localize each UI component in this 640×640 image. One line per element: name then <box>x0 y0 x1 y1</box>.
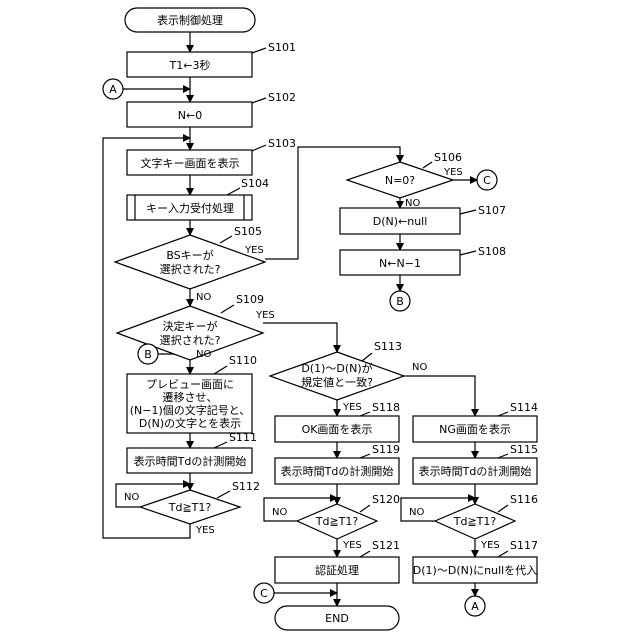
step-s107-id: S107 <box>478 204 506 217</box>
connector-a-in-label: A <box>109 83 117 96</box>
connector-a-out-label: A <box>471 600 479 613</box>
decision-s106-yes: YES <box>443 167 463 178</box>
step-s102-id: S102 <box>268 91 296 104</box>
step-s103: 文字キー画面を表示 S103 <box>127 137 296 175</box>
start-terminator: 表示制御処理 <box>125 8 255 32</box>
step-s110-line4: D(N)の文字とを表示 <box>139 416 241 430</box>
step-s121-text: 認証処理 <box>315 563 359 577</box>
step-s110-line2: 遷移させ、 <box>163 391 218 404</box>
connector-a-in: A <box>103 79 123 99</box>
step-s108: N←N−1 S108 <box>340 245 506 275</box>
decision-s113-no: NO <box>412 362 427 373</box>
decision-s105-line2: 選択された? <box>160 262 221 276</box>
decision-s105-line1: BSキーが <box>166 248 213 262</box>
step-s111-id: S111 <box>229 431 257 444</box>
decision-s109-yes: YES <box>255 310 275 321</box>
step-s107-text: D(N)←null <box>373 215 428 228</box>
step-s115-id: S115 <box>510 443 538 456</box>
decision-s116-id: S116 <box>510 493 538 506</box>
decision-s105-yes: YES <box>244 245 264 256</box>
step-s108-text: N←N−1 <box>379 257 421 270</box>
step-s104-text: キー入力受付処理 <box>146 202 234 215</box>
step-s110-id: S110 <box>229 354 257 367</box>
step-s121-id: S121 <box>372 539 400 552</box>
step-s110-line3: (N−1)個の文字記号と、 <box>130 403 251 417</box>
decision-s105-id: S105 <box>234 225 262 238</box>
connector-b-out: B <box>390 291 410 311</box>
decision-s112: Td≧T1? S112 NO YES <box>124 480 260 536</box>
decision-s112-yes: YES <box>195 525 215 536</box>
step-s103-id: S103 <box>268 137 296 150</box>
decision-s109-id: S109 <box>236 293 264 306</box>
decision-s120-text: Td≧T1? <box>315 515 359 528</box>
step-s102-text: N←0 <box>178 109 202 122</box>
step-s118-id: S118 <box>372 401 400 414</box>
end-terminator: END <box>275 606 399 630</box>
step-s111: 表示時間Tdの計測開始 S111 <box>127 431 257 473</box>
step-s117-id: S117 <box>510 539 538 552</box>
connector-b-in: B <box>138 344 158 364</box>
step-s111-text: 表示時間Tdの計測開始 <box>134 454 247 468</box>
decision-s105-no: NO <box>196 292 211 303</box>
decision-s106-no: NO <box>405 198 420 209</box>
decision-s109-line1: 決定キーが <box>163 319 218 333</box>
step-s114-text: NG画面を表示 <box>439 422 511 436</box>
decision-s112-text: Td≧T1? <box>168 501 212 514</box>
step-s110-line1: プレビュー画面に <box>146 378 234 391</box>
step-s119-text: 表示時間Tdの計測開始 <box>281 464 394 478</box>
decision-s116-yes: YES <box>480 540 500 551</box>
step-s101-text: T1←3秒 <box>169 58 211 72</box>
step-s118-text: OK画面を表示 <box>302 422 373 436</box>
decision-s112-no: NO <box>124 492 139 503</box>
connector-c-in: C <box>254 583 274 603</box>
step-s108-id: S108 <box>478 245 506 258</box>
decision-s120-no: NO <box>272 507 287 518</box>
connector-c-out-label: C <box>483 174 491 187</box>
step-s107: D(N)←null S107 <box>340 204 506 234</box>
connector-b-out-label: B <box>396 295 404 308</box>
decision-s106-id: S106 <box>434 151 462 164</box>
decision-s120-yes: YES <box>342 540 362 551</box>
connector-c-out: C <box>477 170 497 190</box>
decision-s113-yes: YES <box>342 402 362 413</box>
step-s101: T1←3秒 S101 <box>127 41 296 77</box>
decision-s113-id: S113 <box>374 340 402 353</box>
decision-s120-id: S120 <box>372 493 400 506</box>
step-s115-text: 表示時間Tdの計測開始 <box>419 464 532 478</box>
step-s119-id: S119 <box>372 443 400 456</box>
connector-c-in-label: C <box>260 587 268 600</box>
decision-s106-text: N=0? <box>385 174 415 187</box>
end-label: END <box>325 612 349 625</box>
start-label: 表示制御処理 <box>157 13 223 27</box>
connector-a-out: A <box>465 596 485 616</box>
decision-s113-line2: 規定値と一致? <box>301 375 373 389</box>
decision-s109-no: NO <box>196 349 211 360</box>
step-s104: キー入力受付処理 S104 <box>127 177 269 220</box>
step-s104-id: S104 <box>241 177 269 190</box>
step-s102: N←0 S102 <box>127 91 296 127</box>
decision-s116-no: NO <box>409 507 424 518</box>
decision-s116-text: Td≧T1? <box>453 515 497 528</box>
decision-s112-id: S112 <box>232 480 260 493</box>
decision-s113: D(1)〜D(N)が 規定値と一致? S113 NO YES <box>270 340 427 413</box>
decision-s106: N=0? S106 YES NO <box>347 151 463 209</box>
connector-b-in-label: B <box>144 348 152 361</box>
step-s101-id: S101 <box>268 41 296 54</box>
step-s117-text: D(1)〜D(N)にnullを代入 <box>413 564 537 577</box>
step-s110: プレビュー画面に 遷移させ、 (N−1)個の文字記号と、 D(N)の文字とを表示… <box>127 354 257 433</box>
step-s103-text: 文字キー画面を表示 <box>141 156 240 170</box>
decision-s109-line2: 選択された? <box>160 333 221 347</box>
step-s114-id: S114 <box>510 401 538 414</box>
decision-s113-line1: D(1)〜D(N)が <box>301 361 372 375</box>
